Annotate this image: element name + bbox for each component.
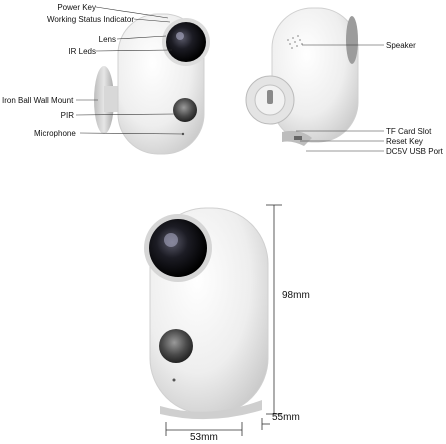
dimension-lines — [165, 204, 282, 436]
label-speaker: Speaker — [386, 41, 416, 50]
camera-large-view — [144, 207, 269, 420]
label-dc5v-usb-port: DC5V USB Port — [386, 147, 443, 156]
large-camera-base-shadow — [160, 400, 262, 420]
speaker-grille-icon — [287, 35, 303, 49]
large-pir-icon — [159, 329, 193, 363]
label-reset-key: Reset Key — [386, 137, 423, 146]
leader-ir-leds — [95, 49, 173, 52]
leader-status-indicator — [133, 18, 171, 23]
right-leader-lines — [296, 44, 384, 152]
pir-sensor-icon — [173, 98, 197, 122]
dimension-width: 53mm — [190, 432, 218, 443]
lens-icon — [166, 22, 206, 62]
mount-key-slot — [267, 90, 273, 104]
usb-port-icon — [294, 136, 302, 140]
lens-highlight — [176, 32, 184, 40]
camera-front-view — [94, 13, 210, 155]
label-power-key: Power Key — [57, 3, 96, 12]
dimension-height: 98mm — [282, 290, 310, 301]
label-lens: Lens — [98, 35, 116, 44]
leader-pir — [75, 113, 175, 116]
camera-rear-view — [245, 7, 359, 146]
leader-microphone — [79, 132, 184, 135]
left-leader-lines — [75, 6, 184, 135]
dimension-depth: 55mm — [272, 412, 300, 423]
label-pir: PIR — [60, 111, 74, 120]
large-lens-highlight — [164, 233, 178, 247]
rear-camera-body — [271, 7, 359, 143]
label-microphone: Microphone — [34, 129, 76, 138]
rear-lens-edge — [346, 16, 358, 64]
large-lens-icon — [149, 219, 207, 277]
label-working-status-indicator: Working Status Indicator — [46, 15, 134, 24]
leader-power-key — [95, 6, 169, 19]
label-ir-leds: IR Leds — [68, 47, 96, 56]
label-tf-card-slot: TF Card Slot — [386, 127, 432, 136]
leader-lens — [116, 35, 167, 40]
label-iron-ball-wall-mount: Iron Ball Wall Mount — [2, 96, 74, 105]
large-mic-hole-icon — [172, 378, 176, 382]
